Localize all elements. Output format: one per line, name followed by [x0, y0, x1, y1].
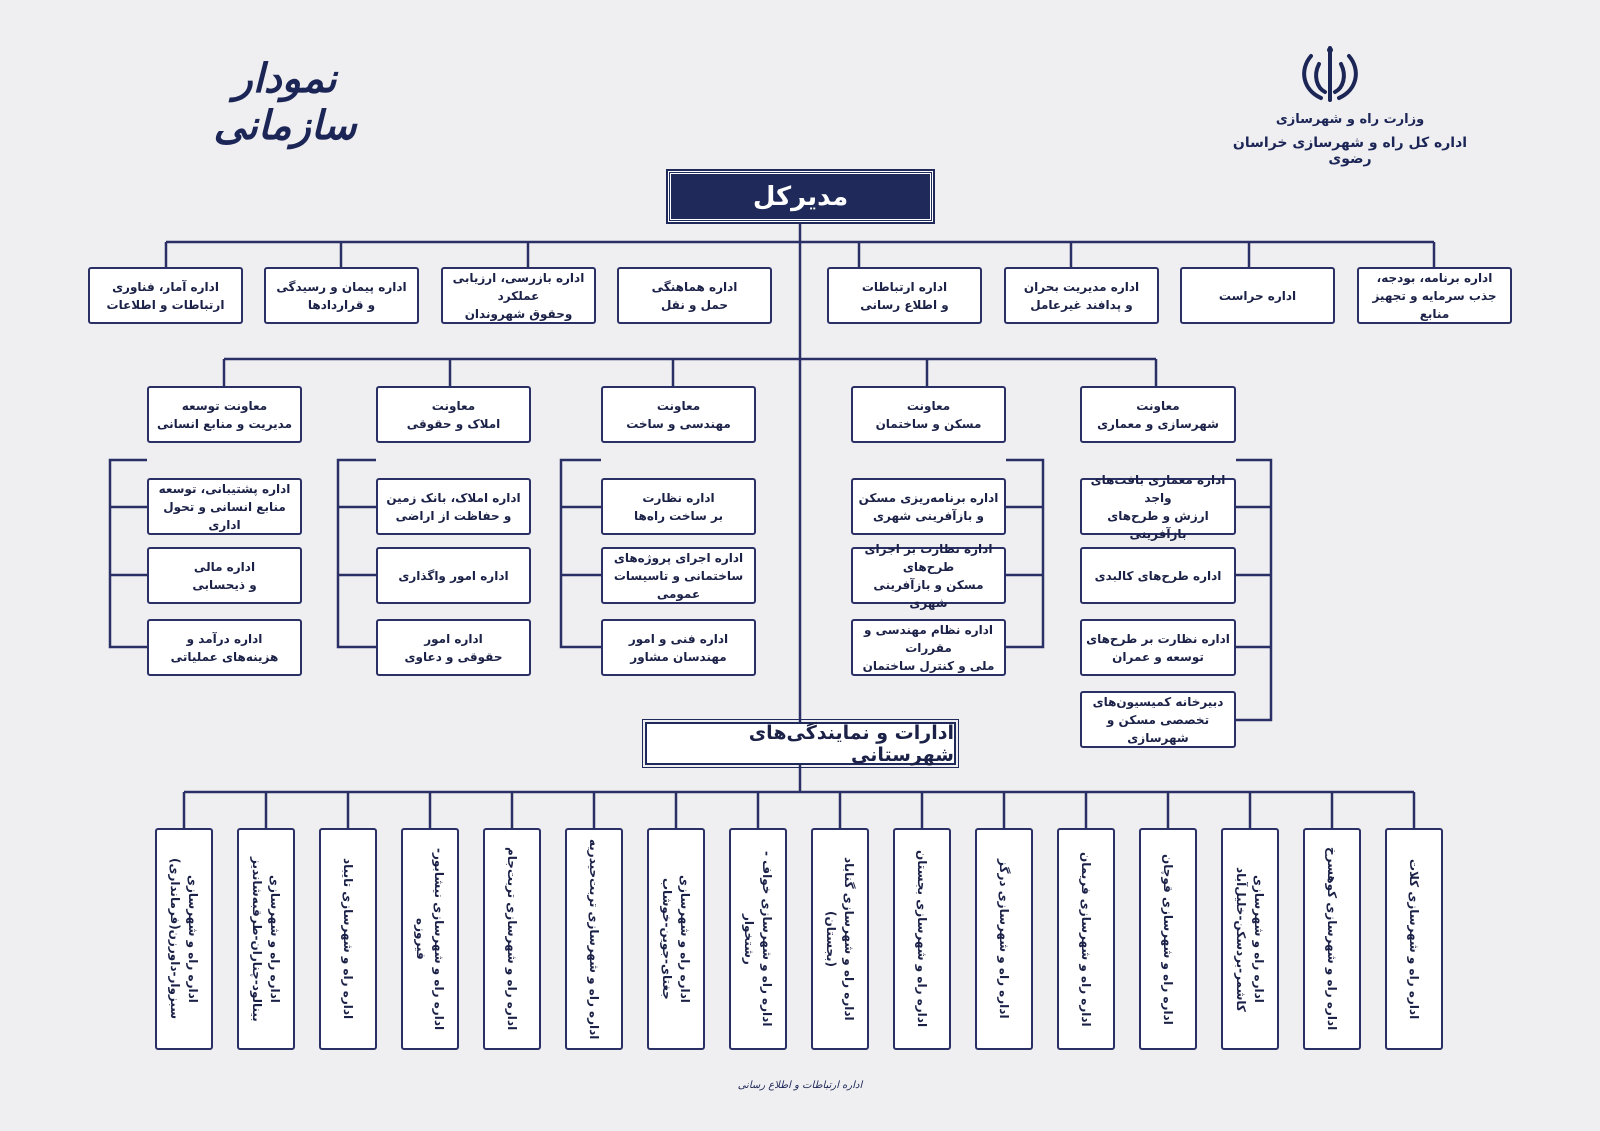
county-office-label: اداره راه و شهرسازی کاشمر-بردسکن-خلیل‌آب… [1234, 866, 1266, 1012]
county-office-box: اداره راه و شهرسازی بجستان [893, 828, 951, 1050]
county-office-label: اداره راه و شهرسازی نیشابور-فیروزه [414, 847, 446, 1031]
office-housing-planning: اداره برنامه‌ریزی مسکن و بازآفرینی شهری [851, 478, 1006, 535]
county-office-box: اداره راه و شهرسازی فریمان [1057, 828, 1115, 1050]
county-office-box: اداره راه و شهرسازی قوچان [1139, 828, 1197, 1050]
office-crisis-management: اداره مدیریت بحران و پدافند غیرعامل [1004, 267, 1159, 324]
office-revenue-costs: اداره درآمد و هزینه‌های عملیاتی [147, 619, 302, 676]
county-office-label: اداره راه و شهرسازی گناباد (بجستان) [824, 857, 856, 1021]
office-security: اداره حراست [1180, 267, 1335, 324]
office-historic-fabric: اداره معماری بافت‌های واجد ارزش و طرح‌ها… [1080, 473, 1236, 541]
deputy-management-hr: معاونت توسعه مدیریت و منابع انسانی [147, 386, 302, 443]
county-office-label: اداره راه و شهرسازی سبزوار-داورزن(فرماند… [168, 858, 200, 1020]
footer-signature: اداره ارتباطات و اطلاع رسانی [737, 1080, 863, 1091]
iran-emblem-icon [1302, 46, 1358, 102]
office-contracts: اداره پیمان و رسیدگی و قراردادها [264, 267, 419, 324]
county-office-label: اداره راه و شهرسازی بجستان [915, 850, 929, 1028]
office-public-projects: اداره اجرای پروژه‌های ساختمانی و تاسیسات… [601, 547, 756, 604]
office-legal-claims: اداره امور حقوقی و دعاوی [376, 619, 531, 676]
county-office-label: اداره راه و شهرسازی درگز [997, 859, 1011, 1019]
org-name: اداره کل راه و شهرسازی خراسان رضوی [1232, 135, 1468, 167]
deputy-housing-building: معاونت مسکن و ساختمان [851, 386, 1006, 443]
county-office-box: اداره راه و شهرسازی کاشمر-بردسکن-خلیل‌آب… [1221, 828, 1279, 1050]
office-road-supervision: اداره نظارت بر ساخت راه‌ها [601, 478, 756, 535]
county-office-box: اداره راه و شهرسازی بینالود-چناران-طرقبه… [237, 828, 295, 1050]
deputy-property-legal: معاونت املاک و حقوقی [376, 386, 531, 443]
county-office-box: اداره راه و شهرسازی نیشابور-فیروزه [401, 828, 459, 1050]
office-transfers: اداره امور واگذاری [376, 547, 531, 604]
office-land-bank: اداره املاک، بانک زمین و حفاظت از اراضی [376, 478, 531, 535]
page-title: نمودار سازمانی [213, 55, 357, 149]
county-office-label: اداره راه و شهرسازی فریمان [1079, 851, 1093, 1027]
county-office-box: اداره راه و شهرسازی جغتای-جوین-خوشاب [647, 828, 705, 1050]
deputy-engineering-construction: معاونت مهندسی و ساخت [601, 386, 756, 443]
county-office-label: اداره راه و شهرسازی کلات [1407, 858, 1421, 1020]
office-transport-coordination: اداره هماهنگی حمل و نقل [617, 267, 772, 324]
office-technical-consultants: اداره فنی و امور مهندسان مشاور [601, 619, 756, 676]
county-office-label: اداره راه و شهرسازی خواف - رشتخوار [742, 851, 774, 1027]
office-finance: اداره مالی و ذیحسابی [147, 547, 302, 604]
ministry-label: وزارت راه و شهرسازی اداره کل راه و شهرسا… [1230, 112, 1470, 167]
county-office-box: اداره راه و شهرسازی سبزوار-داورزن(فرماند… [155, 828, 213, 1050]
county-office-label: اداره راه و شهرسازی جغتای-جوین-خوشاب [660, 875, 692, 1003]
office-housing-supervision: اداره نظارت بر اجرای طرح‌های مسکن و بازآ… [851, 542, 1006, 610]
county-office-label: اداره راه و شهرسازی قوچان [1161, 853, 1175, 1025]
county-office-label: اداره راه و شهرسازی تربت‌حیدریه [587, 838, 601, 1040]
county-office-box: اداره راه و شهرسازی کلات [1385, 828, 1443, 1050]
deputy-urban-architecture: معاونت شهرسازی و معماری [1080, 386, 1236, 443]
county-office-box: اداره راه و شهرسازی تایباد [319, 828, 377, 1050]
office-support-hr: اداره پشتیبانی، توسعه منابع انسانی و تحو… [147, 478, 302, 535]
office-development-supervision: اداره نظارت بر طرح‌های توسعه و عمران [1080, 619, 1236, 676]
county-offices-title: ادارات و نمایندگی‌های شهرستانی [642, 719, 959, 768]
office-statistics-it: اداره آمار، فناوری ارتباطات و اطلاعات [88, 267, 243, 324]
ministry-name: وزارت راه و شهرسازی [1275, 112, 1425, 127]
office-inspection: اداره بازرسی، ارزیابی عملکرد وحقوق شهرون… [441, 267, 596, 324]
county-office-box: اداره راه و شهرسازی کوهسرخ [1303, 828, 1361, 1050]
office-building-control: اداره نظام مهندسی و مقررات ملی و کنترل س… [851, 619, 1006, 676]
county-office-box: اداره راه و شهرسازی خواف - رشتخوار [729, 828, 787, 1050]
county-office-label: اداره راه و شهرسازی کوهسرخ [1325, 847, 1339, 1031]
office-commission-secretariat: دبیرخانه کمیسیون‌های تخصصی مسکن و شهرساز… [1080, 691, 1236, 748]
county-office-box: اداره راه و شهرسازی تربت‌حیدریه [565, 828, 623, 1050]
county-office-label: اداره راه و شهرسازی بینالود-چناران-طرقبه… [250, 856, 282, 1022]
office-physical-plans: اداره طرح‌های کالبدی [1080, 547, 1236, 604]
county-office-label: اداره راه و شهرسازی تایباد [341, 858, 355, 1020]
county-office-box: اداره راه و شهرسازی درگز [975, 828, 1033, 1050]
county-office-label: اداره راه و شهرسازی تربت‌جام [505, 847, 519, 1031]
director-box: مدیرکل [666, 169, 935, 224]
county-office-box: اداره راه و شهرسازی گناباد (بجستان) [811, 828, 869, 1050]
county-office-box: اداره راه و شهرسازی تربت‌جام [483, 828, 541, 1050]
office-public-relations: اداره ارتباطات و اطلاع رسانی [827, 267, 982, 324]
office-planning-budget: اداره برنامه، بودجه، جذب سرمایه و تجهیز … [1357, 267, 1512, 324]
